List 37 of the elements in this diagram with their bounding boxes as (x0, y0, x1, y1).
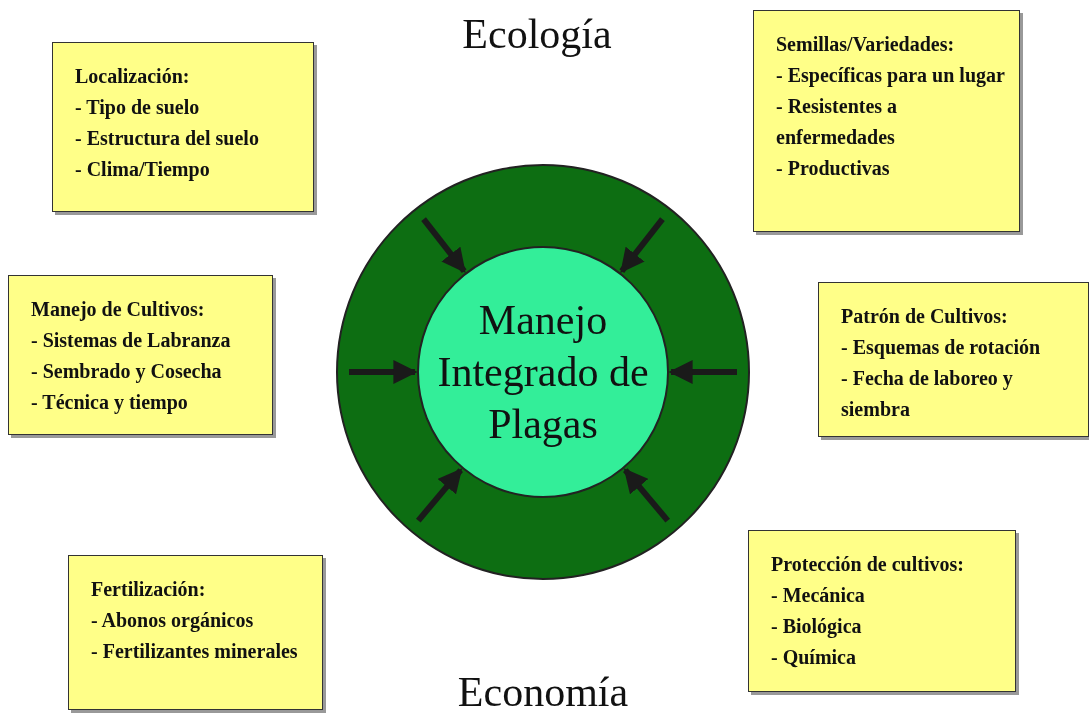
list-item: - Sembrado y Cosecha (31, 359, 223, 385)
axis-heading: Economía (457, 668, 629, 715)
axis-heading: Ecología (462, 10, 612, 58)
arrow (623, 468, 670, 523)
list-item: - Sistemas de Labranza (31, 328, 232, 353)
list-item: - Tipo de suelo (75, 95, 201, 121)
arrow (668, 360, 737, 384)
arrow (619, 217, 665, 273)
center-title: Manejo Integrado de Plagas (436, 296, 650, 449)
arrow (421, 217, 467, 273)
list-item: - Abonos orgánicos (91, 608, 255, 634)
list-item: - Técnica y tiempo (31, 390, 189, 416)
info-box (52, 42, 314, 212)
info-box (68, 555, 323, 710)
box-heading: Localización: (75, 64, 191, 89)
list-item: - Resistentes a enfermedades (776, 94, 899, 150)
list-item: - Clima/Tiempo (75, 157, 211, 183)
list-item: - Fertilizantes minerales (91, 639, 299, 664)
info-box (8, 275, 273, 435)
list-item: - Estructura del suelo (75, 126, 260, 151)
list-item: - Química (771, 645, 857, 670)
list-item: - Productivas (776, 156, 891, 181)
arrow (349, 360, 418, 384)
list-item: - Específicas para un lugar (776, 63, 1006, 89)
info-box (753, 10, 1020, 232)
list-item: - Fecha de laboreo y siembra (841, 366, 1014, 422)
arrow (416, 468, 463, 523)
box-heading: Protección de cultivos: (771, 552, 965, 577)
info-box (748, 530, 1016, 692)
box-heading: Patrón de Cultivos: (841, 304, 1009, 329)
box-heading: Fertilización: (91, 577, 207, 602)
list-item: - Mecánica (771, 583, 866, 608)
list-item: - Biológica (771, 614, 863, 640)
info-box (818, 282, 1089, 437)
box-heading: Semillas/Variedades: (776, 32, 956, 57)
box-heading: Manejo de Cultivos: (31, 297, 206, 323)
list-item: - Esquemas de rotación (841, 335, 1042, 361)
